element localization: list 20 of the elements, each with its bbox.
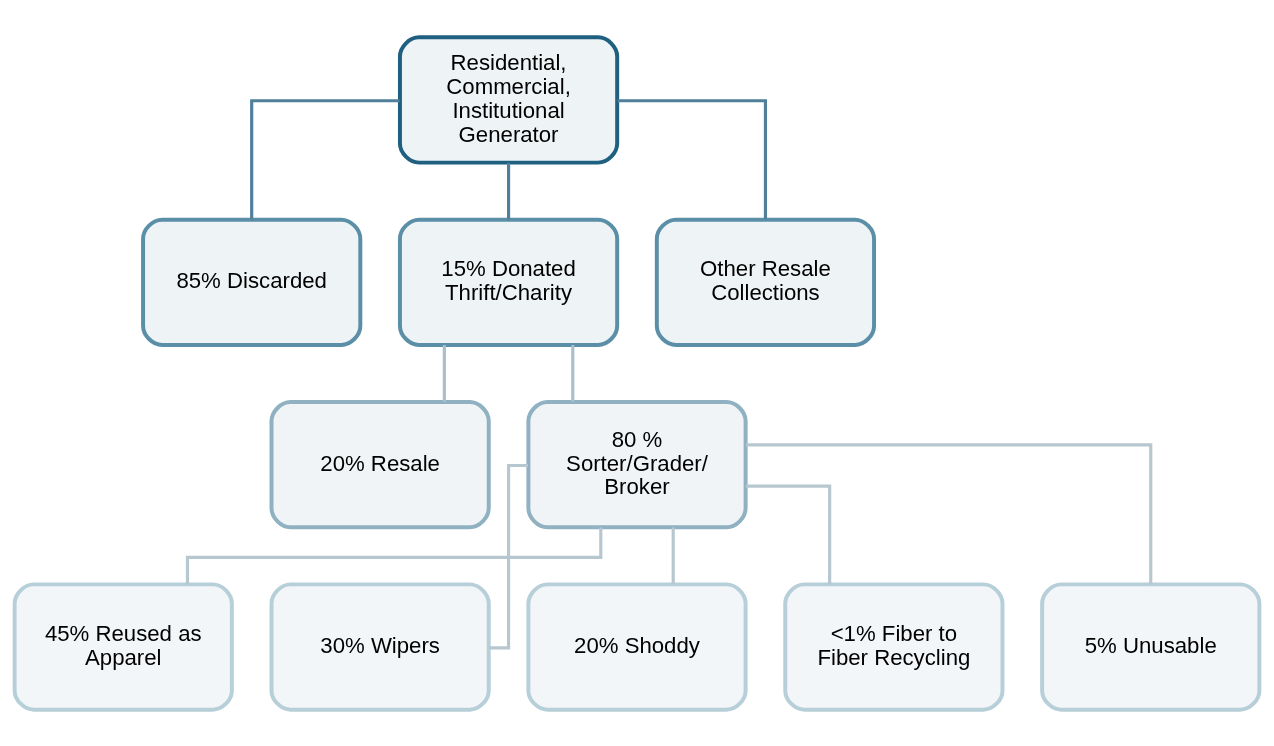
node-box: Other Resale Collections — [654, 217, 877, 347]
node-box: 20% Resale — [269, 399, 491, 529]
node-box: Residential, Commercial, Institutional Generator — [397, 34, 620, 165]
node-box: 30% Wipers — [269, 581, 491, 712]
connector — [745, 484, 832, 584]
node-box: 85% Discarded — [141, 217, 363, 347]
node-box: 45% Reused as Apparel — [12, 581, 234, 712]
connector — [185, 527, 603, 584]
node-box: 80 % Sorter/Grader/ Broker — [526, 399, 748, 529]
connector — [671, 526, 675, 584]
node-box: 5% Unusable — [1040, 581, 1262, 712]
connector — [250, 98, 400, 219]
node-box: 15% Donated Thrift/Charity — [397, 217, 620, 347]
connector — [571, 344, 575, 402]
connector — [442, 344, 446, 402]
connector — [506, 162, 511, 219]
node-box: <1% Fiber to Fiber Recycling — [783, 581, 1005, 712]
connector — [745, 442, 1153, 584]
node-box: 20% Shoddy — [526, 581, 748, 712]
connector — [617, 98, 768, 219]
